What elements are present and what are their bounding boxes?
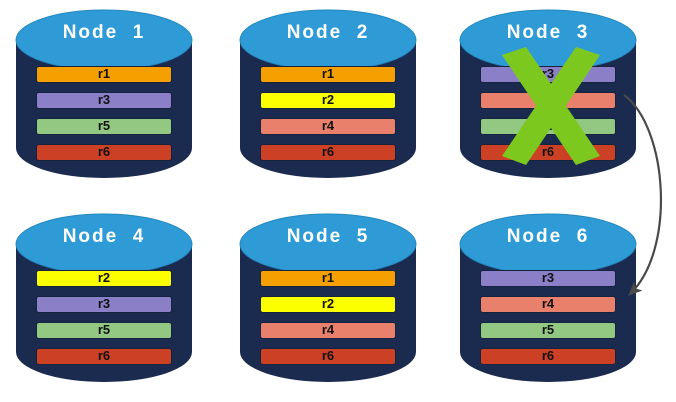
replica-list: r1 r2 r4 r6 xyxy=(260,66,396,161)
replica-bar[interactable]: r5 xyxy=(36,118,172,135)
replica-bar[interactable]: r3 xyxy=(480,270,616,287)
replica-bar[interactable]: r2 xyxy=(36,270,172,287)
replica-bar[interactable]: r6 xyxy=(260,348,396,365)
replica-bar[interactable]: r2 xyxy=(260,92,396,109)
replica-bar[interactable]: r6 xyxy=(480,348,616,365)
replica-bar[interactable]: r6 xyxy=(36,348,172,365)
cylinder-top-ellipse xyxy=(239,213,417,275)
replica-list: r1 r2 r4 r6 xyxy=(260,270,396,365)
replica-bar[interactable]: r3 xyxy=(36,92,172,109)
cylinder-top-ellipse xyxy=(459,9,637,71)
cylinder-top-ellipse xyxy=(15,213,193,275)
replica-bar[interactable]: r5 xyxy=(480,118,616,135)
replica-bar[interactable]: r5 xyxy=(480,322,616,339)
cylinder-top-ellipse xyxy=(239,9,417,71)
replica-bar[interactable]: r1 xyxy=(36,66,172,83)
replica-bar[interactable]: r4 xyxy=(260,322,396,339)
replica-bar[interactable]: r1 xyxy=(260,66,396,83)
replica-list: r2 r3 r5 r6 xyxy=(36,270,172,365)
replica-bar[interactable]: r6 xyxy=(260,144,396,161)
replica-bar[interactable]: r6 xyxy=(36,144,172,161)
replica-bar[interactable]: r6 xyxy=(480,144,616,161)
cylinder-top-ellipse xyxy=(15,9,193,71)
replica-bar[interactable]: r4 xyxy=(260,118,396,135)
replica-bar[interactable]: r2 xyxy=(260,296,396,313)
replica-bar[interactable]: r3 xyxy=(480,66,616,83)
replica-list: r3 r4 r5 r6 xyxy=(480,270,616,365)
replica-list: r3 r4 r5 r6 xyxy=(480,66,616,161)
cylinder-top-ellipse xyxy=(459,213,637,275)
replica-list: r1 r3 r5 r6 xyxy=(36,66,172,161)
replica-bar[interactable]: r3 xyxy=(36,296,172,313)
replica-bar[interactable]: r1 xyxy=(260,270,396,287)
replica-bar[interactable]: r4 xyxy=(480,296,616,313)
replica-bar[interactable]: r4 xyxy=(480,92,616,109)
replica-bar[interactable]: r5 xyxy=(36,322,172,339)
